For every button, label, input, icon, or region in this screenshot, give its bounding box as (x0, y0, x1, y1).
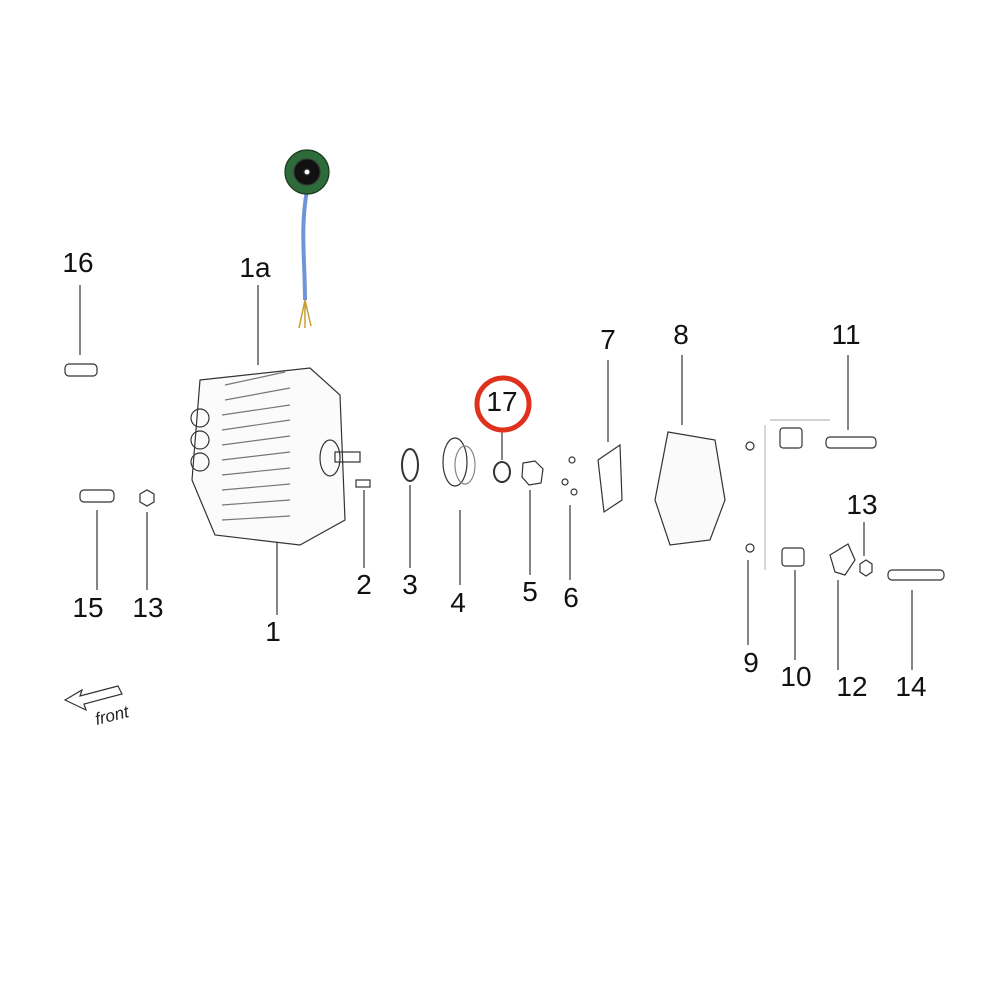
callout-7: 7 (600, 324, 616, 355)
pulley-part-4 (442, 437, 476, 487)
callout-6: 6 (563, 582, 579, 613)
callout-13-left: 13 (132, 592, 164, 623)
callout-10: 10 (780, 661, 812, 692)
sensor-part (284, 149, 330, 329)
callout-17: 17 (486, 386, 518, 417)
bolt-part-15 (79, 489, 115, 503)
callout-5: 5 (522, 576, 538, 607)
screw-part-9 (745, 543, 755, 553)
plate-part-12 (829, 543, 856, 576)
highlight-circle (474, 375, 532, 433)
callout-15: 15 (72, 592, 104, 623)
bolt-part-14 (887, 569, 945, 581)
callout-1a: 1a (239, 252, 271, 283)
screw-part-9a (745, 441, 755, 451)
callout-8: 8 (673, 319, 689, 350)
leader-lines (79, 285, 913, 670)
key-part-2 (355, 479, 371, 488)
bushing-part-10 (781, 547, 805, 567)
callout-13-right: 13 (846, 489, 878, 520)
encoder-disc-part-7 (597, 443, 623, 514)
callout-9: 9 (743, 647, 759, 678)
callout-12: 12 (836, 671, 868, 702)
nut-part-5 (521, 460, 544, 486)
bushing-part-10a (779, 427, 803, 449)
callout-14: 14 (895, 671, 927, 702)
spacer-part-3 (401, 448, 419, 482)
callout-2: 2 (356, 569, 372, 600)
motor-part-1 (190, 367, 361, 546)
cover-part-8 (654, 431, 726, 546)
pin-part-16 (64, 363, 98, 377)
bracket-outline (764, 419, 830, 570)
screws-part-6 (561, 456, 578, 496)
callout-1: 1 (265, 616, 281, 647)
nut-part-13b (859, 559, 873, 577)
callout-16: 16 (62, 247, 94, 278)
nut-part-13a (139, 489, 155, 507)
washer-part-17 (493, 461, 511, 483)
bolt-part-11 (825, 436, 877, 449)
callout-4: 4 (450, 587, 466, 618)
callout-3: 3 (402, 569, 418, 600)
callout-11: 11 (831, 319, 861, 350)
arrow-left-icon (63, 685, 123, 712)
